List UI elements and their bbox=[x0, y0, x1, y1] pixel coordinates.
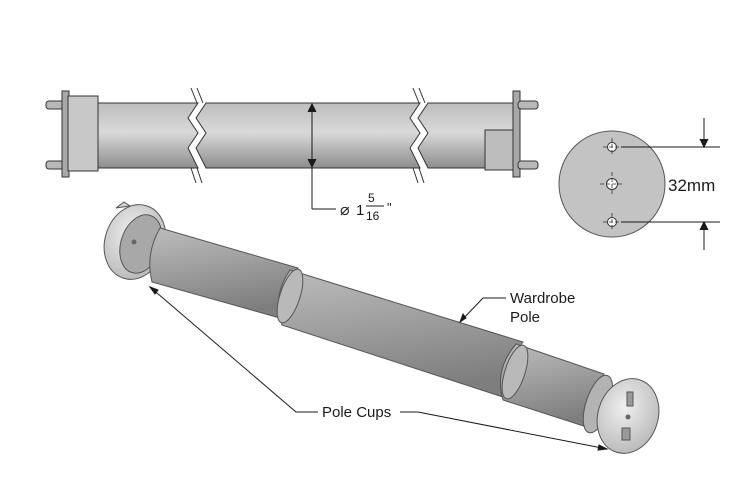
pole-cups-label: Pole Cups bbox=[322, 404, 391, 421]
wardrobe-pole-label-line2: Pole bbox=[510, 309, 540, 326]
diameter-denominator: 16 bbox=[366, 209, 380, 223]
right-bottom-pin bbox=[517, 160, 539, 170]
pole-front-view bbox=[45, 87, 539, 184]
hole-spacing-dimension bbox=[621, 118, 720, 250]
pole-cup-end-view bbox=[558, 130, 666, 238]
iso-pole-segment-2 bbox=[277, 269, 524, 399]
callout-leaders bbox=[148, 285, 609, 451]
pole-segment-left bbox=[97, 102, 199, 169]
right-pole-cup bbox=[582, 374, 660, 454]
diameter-unit: " bbox=[387, 200, 392, 215]
break-lines bbox=[190, 87, 426, 184]
pole-isometric-view bbox=[103, 201, 660, 454]
diameter-whole: 1 bbox=[356, 202, 364, 219]
left-cup bbox=[67, 95, 99, 172]
wardrobe-pole-label-line1: Wardrobe bbox=[510, 290, 575, 307]
right-cup bbox=[484, 129, 514, 171]
diameter-numerator: 5 bbox=[368, 191, 375, 205]
iso-pole-segment-1 bbox=[149, 227, 299, 319]
pole-segment-middle bbox=[195, 102, 421, 169]
right-flange bbox=[512, 90, 521, 178]
diameter-symbol: ⌀ bbox=[340, 202, 350, 219]
diameter-dimension bbox=[307, 102, 336, 210]
hole-spacing-label: 32mm bbox=[668, 176, 715, 195]
right-top-pin bbox=[517, 100, 539, 110]
diameter-label: ⌀ 1 5 16 " bbox=[340, 191, 392, 223]
